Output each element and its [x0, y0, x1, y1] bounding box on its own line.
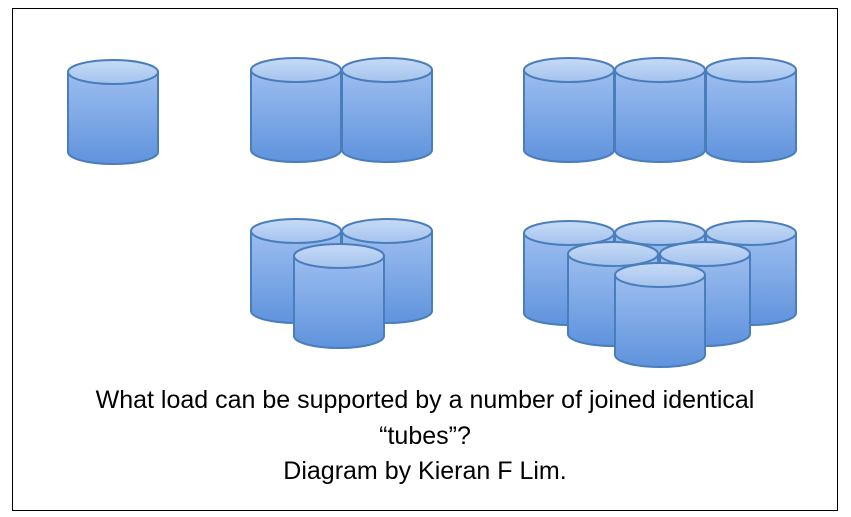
three-tube-cluster-group [250, 218, 433, 349]
tube-top [250, 218, 342, 244]
three-tube-row-group [523, 57, 797, 163]
tube-6 [614, 262, 706, 368]
tube-body [523, 69, 615, 163]
tube-body [250, 69, 342, 163]
tube-1 [523, 57, 615, 163]
tube-top [250, 57, 342, 83]
caption-line-1: What load can be supported by a number o… [95, 386, 755, 414]
tube-body [341, 69, 433, 163]
caption-line-3: Diagram by Kieran F Lim. [283, 457, 567, 485]
tube-2 [614, 57, 706, 163]
tube-top [705, 57, 797, 83]
caption-line-2: “tubes”? [379, 422, 471, 450]
tube-body [293, 255, 385, 349]
tube-top [341, 218, 433, 244]
tube-3 [705, 57, 797, 163]
tube-top [341, 57, 433, 83]
tube-top [614, 57, 706, 83]
tube-2 [341, 57, 433, 163]
tube-body [614, 274, 706, 368]
tube-body [67, 71, 159, 165]
tube-top [293, 243, 385, 269]
tube-3 [293, 243, 385, 349]
two-tube-row-group [250, 57, 433, 163]
tube-body [705, 69, 797, 163]
tube-1 [67, 59, 159, 165]
tube-top [523, 57, 615, 83]
tube-top [659, 241, 751, 267]
single-tube-group [67, 59, 159, 165]
tube-top [67, 59, 159, 85]
tube-top [523, 220, 615, 246]
tube-top [705, 220, 797, 246]
tube-1 [250, 57, 342, 163]
six-tube-cluster-group [523, 220, 797, 368]
tube-top [567, 241, 659, 267]
tube-top [614, 262, 706, 288]
tube-top [614, 220, 706, 246]
tube-body [614, 69, 706, 163]
